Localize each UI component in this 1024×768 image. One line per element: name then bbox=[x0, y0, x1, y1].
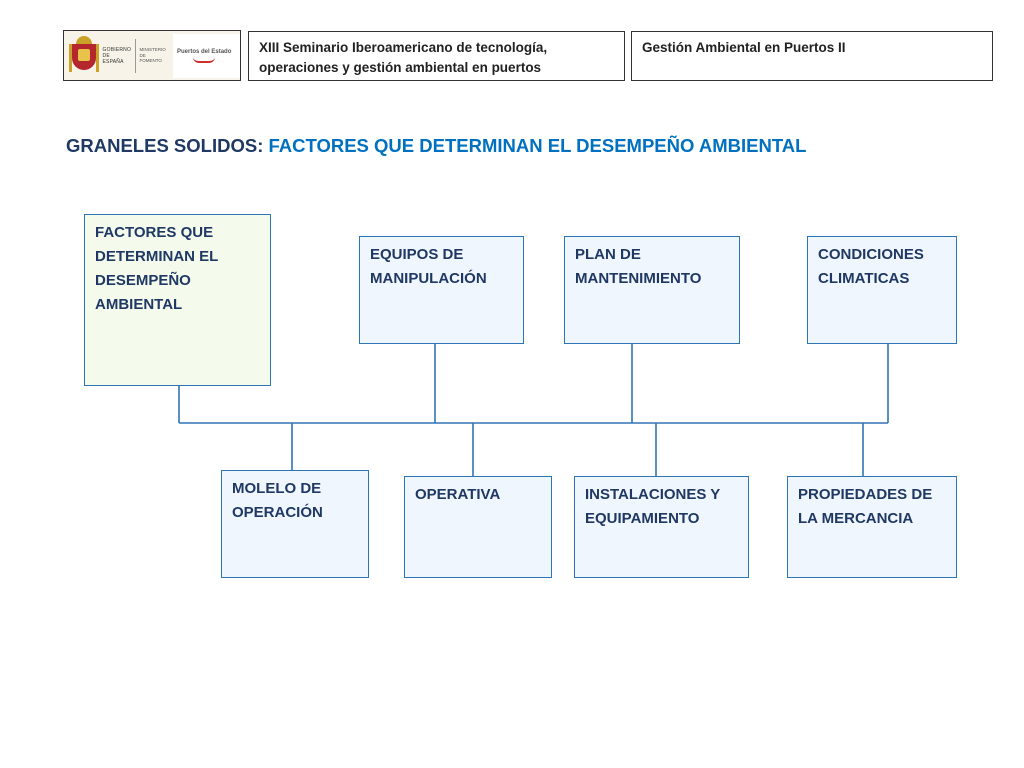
node-condiciones-climaticas: CONDICIONES CLIMATICAS bbox=[807, 236, 957, 344]
puertos-del-estado-logo: Puertos del Estado bbox=[173, 33, 240, 78]
brand-logo-text: Puertos del Estado bbox=[177, 48, 232, 55]
node-instalaciones-equipamiento: INSTALACIONES Y EQUIPAMIENTO bbox=[574, 476, 749, 578]
course-title: Gestión Ambiental en Puertos II bbox=[642, 40, 846, 55]
slide-title-prefix: GRANELES SOLIDOS: bbox=[66, 135, 264, 156]
node-propiedades-mercancia: PROPIEDADES DE LA MERCANCIA bbox=[787, 476, 957, 578]
seminar-title-line-1: XIII Seminario Iberoamericano de tecnolo… bbox=[259, 40, 548, 55]
seminar-title-box: XIII Seminario Iberoamericano de tecnolo… bbox=[248, 31, 625, 81]
logo-divider bbox=[134, 38, 136, 73]
node-modelo-operacion: MOLELO DE OPERACIÓN bbox=[221, 470, 369, 578]
node-equipos-manipulacion: EQUIPOS DE MANIPULACIÓN bbox=[359, 236, 524, 344]
node-plan-mantenimiento: PLAN DE MANTENIMIENTO bbox=[564, 236, 740, 344]
root-node: FACTORES QUE DETERMINAN EL DESEMPEÑO AMB… bbox=[84, 214, 271, 386]
seminar-title-line-2: operaciones y gestión ambiental en puert… bbox=[259, 60, 542, 75]
logo-banner: GOBIERNO DE ESPAÑA MINISTERIO DE FOMENTO… bbox=[63, 30, 241, 81]
slide-title: GRANELES SOLIDOS: FACTORES QUE DETERMINA… bbox=[66, 135, 806, 157]
swoosh-icon bbox=[193, 57, 216, 63]
government-logo-text: GOBIERNO DE ESPAÑA bbox=[102, 46, 132, 65]
ministry-logo-text: MINISTERIO DE FOMENTO bbox=[139, 47, 166, 64]
slide-title-rest: FACTORES QUE DETERMINAN EL DESEMPEÑO AMB… bbox=[263, 135, 807, 156]
node-operativa: OPERATIVA bbox=[404, 476, 552, 578]
coat-of-arms-icon bbox=[69, 35, 99, 76]
course-title-box: Gestión Ambiental en Puertos II bbox=[631, 31, 993, 81]
